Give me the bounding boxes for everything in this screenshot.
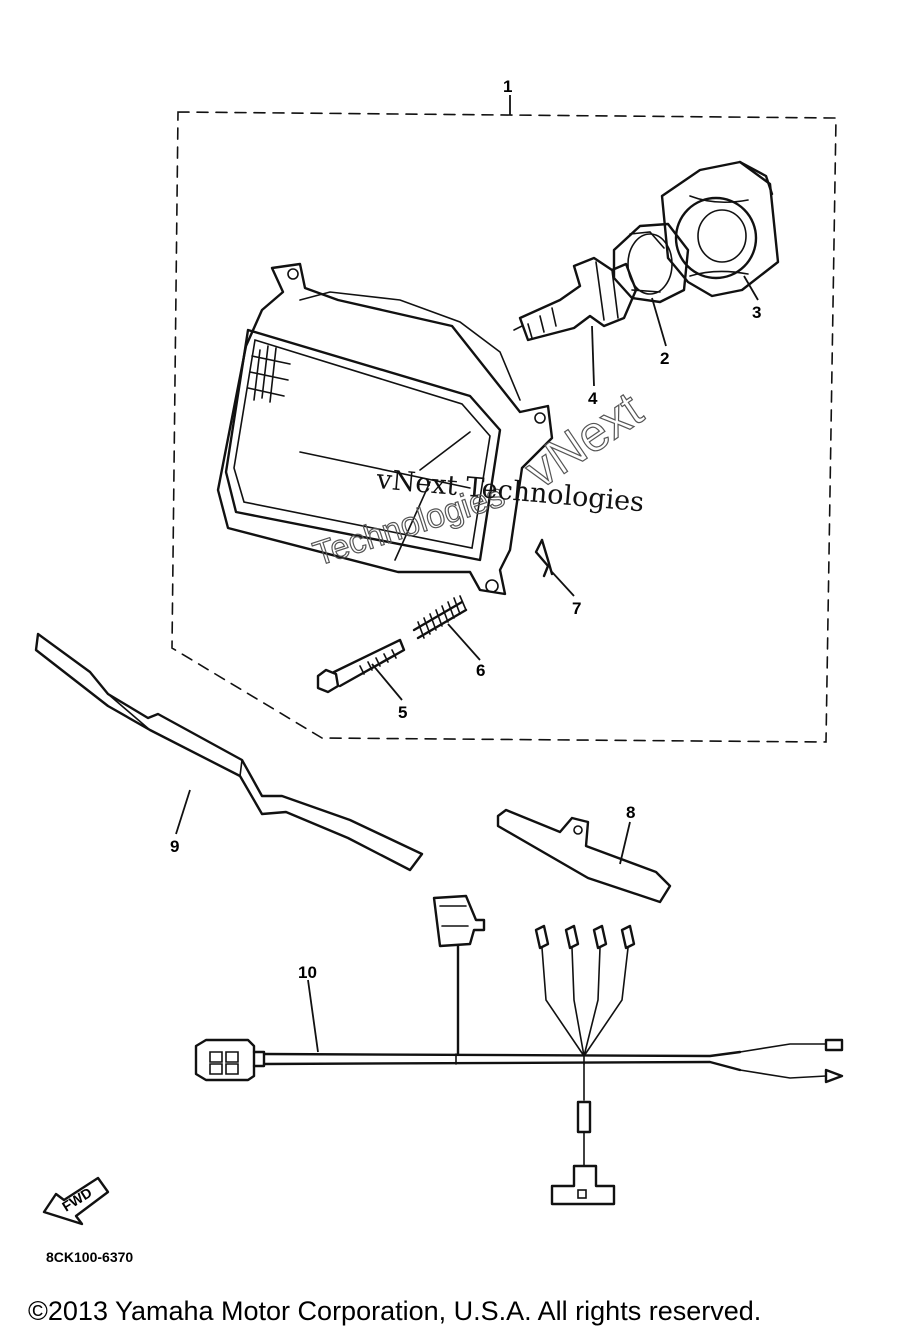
callout-6[interactable]: 6 [476,661,485,680]
fwd-arrow-icon: FWD [42,1176,110,1226]
bulb-holder[interactable] [612,222,690,304]
retaining-pin[interactable] [534,538,554,578]
copyright-notice: ©2013 Yamaha Motor Corporation, U.S.A. A… [28,1296,762,1326]
diagram-code: 8CK100-6370 [46,1249,133,1265]
watermark: vNext Technologies vNext Technologies [308,381,653,575]
headlight-unit[interactable] [216,262,554,596]
cover-stay[interactable] [496,808,672,904]
callout-7[interactable]: 7 [572,599,581,618]
callout-1[interactable]: 1 [503,77,512,96]
headlight-stay[interactable] [34,632,424,872]
callout-10[interactable]: 10 [298,963,317,982]
callout-9[interactable]: 9 [170,837,179,856]
assembly-boundary [171,111,837,743]
callout-3[interactable]: 3 [752,303,761,322]
svg-text:FWD: FWD [59,1184,95,1214]
socket-cover[interactable] [660,160,780,298]
callout-4[interactable]: 4 [588,389,598,408]
callout-8[interactable]: 8 [626,803,635,822]
wire-harness[interactable] [194,894,844,1206]
callout-2[interactable]: 2 [660,349,669,368]
adjusting-spring[interactable] [412,595,468,640]
callout-5[interactable]: 5 [398,703,407,722]
headlight-bulb[interactable] [513,256,638,342]
adjusting-screw[interactable] [316,638,406,694]
